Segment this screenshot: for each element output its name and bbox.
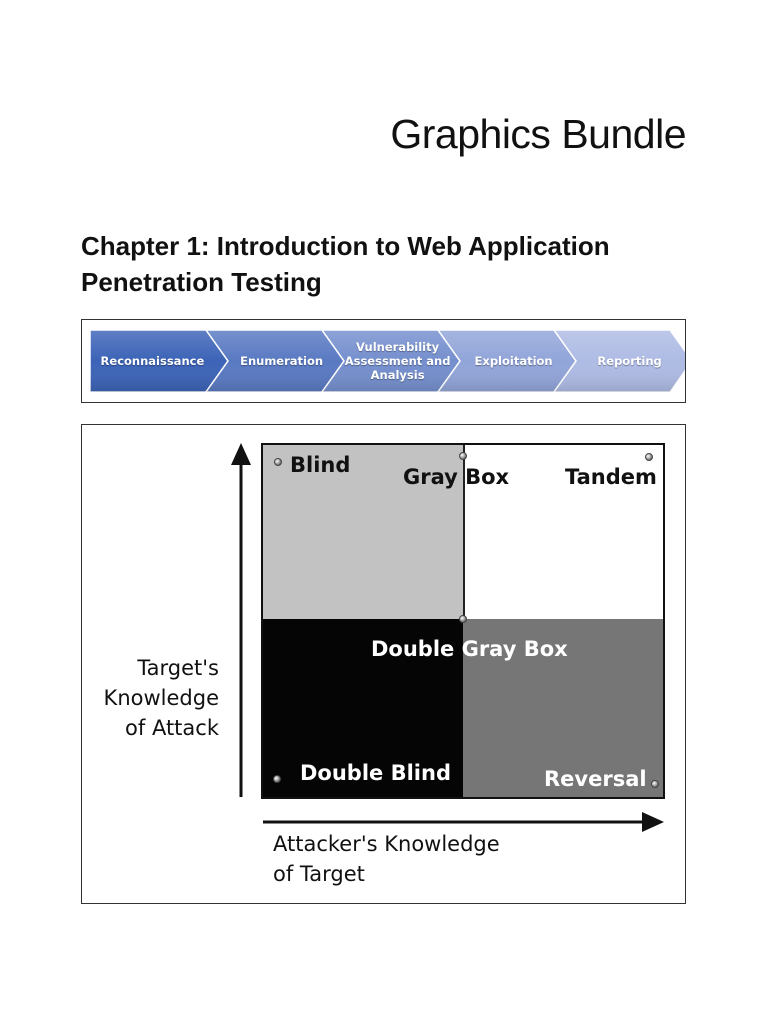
process-step-label: Vulnerability Assessment and Analysis bbox=[344, 340, 451, 382]
x-axis-label: Attacker's Knowledge of Target bbox=[273, 829, 500, 889]
document-title: Graphics Bundle bbox=[390, 111, 686, 157]
double-blind-marker-icon bbox=[273, 775, 281, 783]
process-step-label: Exploitation bbox=[474, 354, 553, 368]
blind-marker-icon bbox=[274, 458, 282, 466]
label-tandem: Tandem bbox=[565, 465, 657, 489]
x-axis-label-line-2: of Target bbox=[273, 862, 365, 886]
y-axis-label-line-1: Target's bbox=[137, 656, 219, 680]
quadrant-tandem bbox=[463, 443, 665, 619]
process-step-label: Reporting bbox=[597, 354, 662, 368]
label-gray-box: Gray Box bbox=[403, 465, 510, 489]
label-reversal: Reversal bbox=[544, 767, 647, 791]
x-axis-label-line-1: Attacker's Knowledge bbox=[273, 832, 500, 856]
label-double-blind: Double Blind bbox=[300, 761, 451, 785]
axes-svg bbox=[231, 443, 664, 832]
chapter-heading: Chapter 1: Introduction to Web Applicati… bbox=[81, 231, 610, 297]
double-gray-box-marker-icon bbox=[459, 615, 467, 623]
y-axis-arrowhead-icon bbox=[231, 443, 251, 465]
quadrant-blind bbox=[261, 443, 463, 619]
y-axis-label-line-2: Knowledge bbox=[103, 686, 219, 710]
label-blind: Blind bbox=[290, 453, 351, 477]
pentest-process-diagram: Reconnaissance Enumeration Vulnerability A… bbox=[81, 319, 686, 403]
process-step-shading bbox=[554, 330, 685, 392]
tandem-marker-icon bbox=[645, 453, 653, 461]
quadrant-reversal bbox=[463, 619, 665, 799]
label-double-gray-box: Double Gray Box bbox=[371, 637, 568, 661]
process-step-shading bbox=[322, 330, 460, 392]
quadrant-double-blind bbox=[261, 619, 463, 799]
knowledge-matrix-diagram: Blind Gray Box Tandem Double Gray Box Do… bbox=[81, 424, 686, 904]
process-step-shading bbox=[206, 330, 344, 392]
process-step-label: Reconnaissance bbox=[100, 354, 205, 368]
reversal-marker-icon bbox=[651, 780, 659, 788]
process-step-label: Enumeration bbox=[240, 354, 324, 368]
x-axis-arrowhead-icon bbox=[642, 812, 664, 832]
process-step-shading bbox=[438, 330, 576, 392]
process-step-shading bbox=[90, 330, 228, 392]
y-axis-label-line-3: of Attack bbox=[125, 716, 219, 740]
gray-box-marker-icon bbox=[459, 452, 467, 460]
process-arrows-svg bbox=[89, 329, 685, 393]
y-axis-label: Target's Knowledge of Attack bbox=[104, 653, 219, 743]
